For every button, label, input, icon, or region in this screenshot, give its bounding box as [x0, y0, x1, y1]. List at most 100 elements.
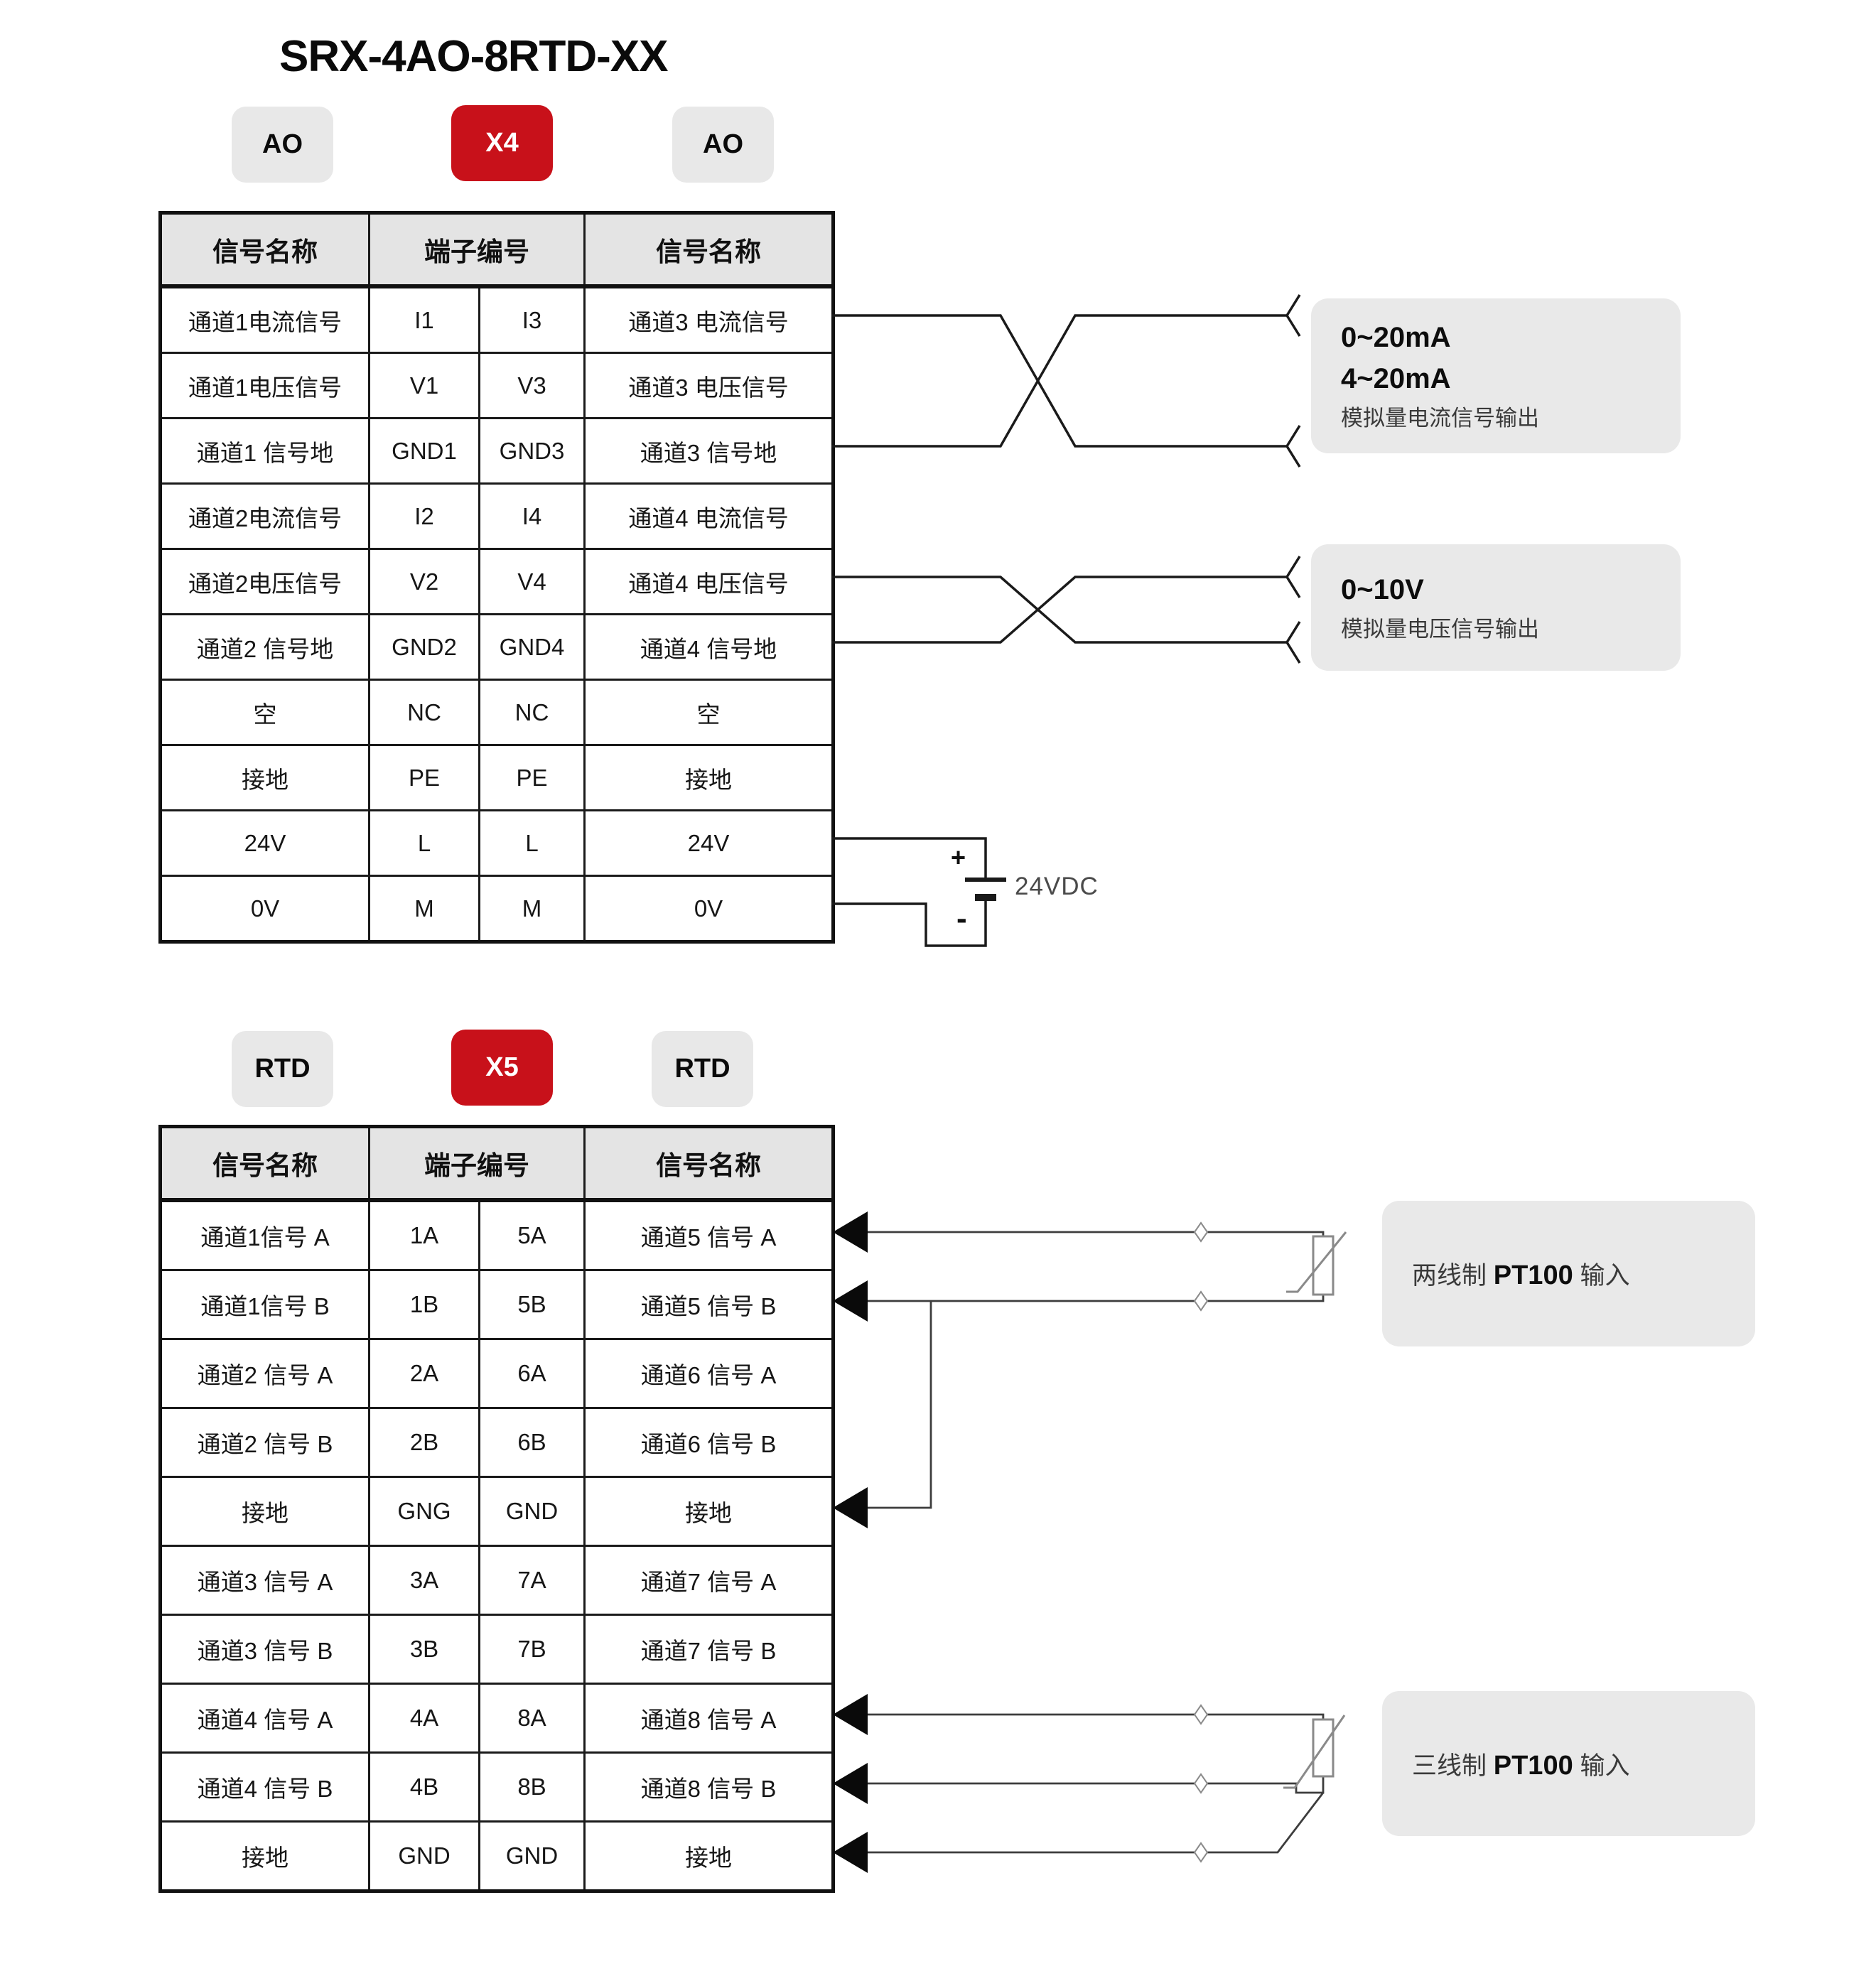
- table-cell: 接地: [583, 1476, 834, 1547]
- table-cell: 4A: [368, 1683, 480, 1754]
- connector-chevron-icon: [1285, 425, 1301, 468]
- voltage-output-note: 0~10V 模拟量电压信号输出: [1311, 544, 1681, 671]
- column-header: 信号名称: [159, 1125, 370, 1202]
- table-cell: M: [478, 875, 586, 943]
- arrowhead-icon: [833, 1211, 868, 1528]
- table-cell: L: [478, 809, 586, 877]
- note-line: 三线制 PT100 输入: [1412, 1750, 1630, 1781]
- note-line: 4~20mA: [1341, 363, 1451, 394]
- table-cell: 通道2 信号 B: [159, 1407, 370, 1478]
- table-cell: 7B: [478, 1614, 586, 1685]
- note-line: 模拟量电流信号输出: [1341, 406, 1539, 431]
- table-header-row: 信号名称端子编号信号名称: [159, 1125, 834, 1202]
- table-cell: V2: [368, 548, 480, 615]
- diamond-node-icon: [1193, 1704, 1209, 1863]
- table-cell: 4B: [368, 1751, 480, 1823]
- table-cell: I3: [478, 285, 586, 354]
- twisted-pair-current-wires: [831, 294, 1301, 468]
- table-cell: L: [368, 809, 480, 877]
- table-cell: GND3: [478, 417, 586, 485]
- badge-label: RTD: [674, 1054, 731, 1084]
- battery-icon: [831, 837, 1006, 947]
- current-output-note: 0~20mA 4~20mA 模拟量电流信号输出: [1311, 298, 1681, 453]
- table-cell: 通道3 电压信号: [583, 352, 834, 419]
- table-cell: 5A: [478, 1199, 586, 1271]
- table-cell: GND1: [368, 417, 480, 485]
- table-cell: 通道1信号 A: [159, 1199, 370, 1271]
- note-line: 0~20mA: [1341, 322, 1451, 353]
- table-cell: 空: [583, 679, 834, 746]
- table-cell: 通道3 电流信号: [583, 285, 834, 354]
- table-cell: V4: [478, 548, 586, 615]
- connector-chevron-icon: [1285, 621, 1301, 664]
- table-cell: GNG: [368, 1476, 480, 1547]
- table-cell: 通道2电流信号: [159, 482, 370, 550]
- table-cell: 通道4 信号 A: [159, 1683, 370, 1754]
- table-cell: 1A: [368, 1199, 480, 1271]
- diamond-node-icon: [1193, 1221, 1209, 1312]
- twisted-pair-voltage-wires: [831, 556, 1301, 664]
- table-cell: 通道6 信号 B: [583, 1407, 834, 1478]
- badge-ao-left: AO: [232, 107, 333, 183]
- badge-x4-connector: X4: [451, 105, 553, 181]
- table-cell: 1B: [368, 1269, 480, 1340]
- table-cell: 3A: [368, 1545, 480, 1616]
- table-cell: 0V: [583, 875, 834, 943]
- table-cell: I1: [368, 285, 480, 354]
- badge-x5-connector: X5: [451, 1030, 553, 1106]
- table-cell: 接地: [159, 1476, 370, 1547]
- column-header: 信号名称: [583, 1125, 834, 1202]
- table-cell: 接地: [583, 744, 834, 811]
- table-cell: 通道5 信号 B: [583, 1269, 834, 1340]
- arrowhead-icon: [833, 1694, 868, 1873]
- rtd-sensor-icon: [1286, 1231, 1347, 1296]
- table-cell: 通道7 信号 A: [583, 1545, 834, 1616]
- badge-rtd-right: RTD: [652, 1031, 753, 1107]
- battery-plus-label: +: [951, 843, 966, 872]
- table-cell: 8A: [478, 1683, 586, 1754]
- table-cell: V1: [368, 352, 480, 419]
- table-cell: GND2: [368, 613, 480, 681]
- table-cell: 接地: [159, 744, 370, 811]
- table-cell: 通道4 电压信号: [583, 548, 834, 615]
- note-line: 模拟量电压信号输出: [1341, 617, 1539, 642]
- table-cell: 通道8 信号 A: [583, 1683, 834, 1754]
- three-wire-pt100-note: 三线制 PT100 输入: [1382, 1691, 1755, 1836]
- table-cell: 通道4 信号 B: [159, 1751, 370, 1823]
- table-cell: 3B: [368, 1614, 480, 1685]
- column-header: 信号名称: [583, 212, 834, 288]
- table-cell: I4: [478, 482, 586, 550]
- table-cell: 通道8 信号 B: [583, 1751, 834, 1823]
- column-header: 端子编号: [368, 212, 586, 288]
- table-cell: GND: [478, 1820, 586, 1892]
- table-cell: 接地: [583, 1820, 834, 1892]
- table-header-row: 信号名称端子编号信号名称: [159, 212, 834, 288]
- table-cell: 6B: [478, 1407, 586, 1478]
- table-cell: 通道1电压信号: [159, 352, 370, 419]
- table-cell: 接地: [159, 1820, 370, 1892]
- power-supply-label: 24VDC: [1015, 873, 1099, 900]
- note-line: 两线制 PT100 输入: [1412, 1260, 1630, 1290]
- table-cell: 通道4 信号地: [583, 613, 834, 681]
- battery-minus-label: -: [956, 901, 967, 936]
- table-cell: M: [368, 875, 480, 943]
- badge-label: X4: [485, 128, 519, 158]
- two-wire-pt100-note: 两线制 PT100 输入: [1382, 1201, 1755, 1346]
- table-cell: 通道5 信号 A: [583, 1199, 834, 1271]
- table-cell: 通道4 电流信号: [583, 482, 834, 550]
